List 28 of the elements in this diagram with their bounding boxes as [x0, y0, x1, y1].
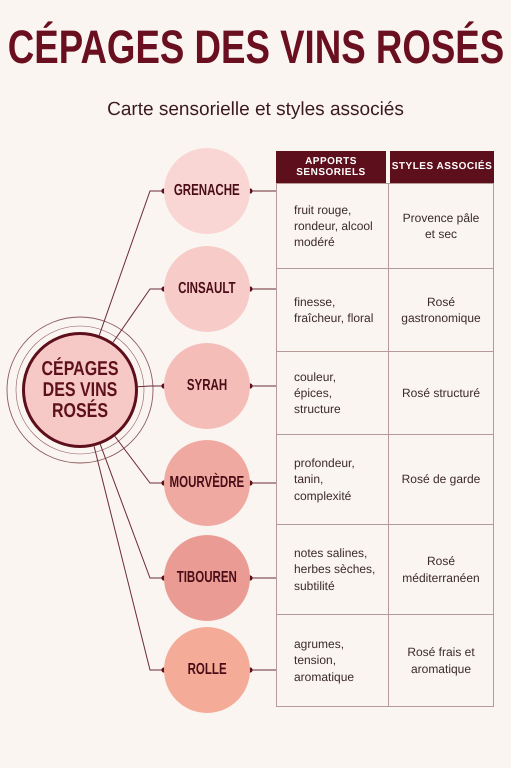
cell-text: Rosé gastronomique	[400, 294, 482, 326]
cell-text: notes salines, herbes sèches, subtilité	[294, 545, 376, 594]
table-cell	[276, 614, 389, 707]
cell-text: profondeur, tanin, complexité	[294, 455, 356, 504]
table-header-cell: STYLES ASSOCIÉS	[390, 151, 494, 183]
grape-name: MOURVÈDRE	[170, 474, 244, 492]
grape-name: SYRAH	[186, 378, 228, 394]
grape-name: CINSAULT	[178, 280, 236, 298]
cell-text: finesse, fraîcheur, floral	[294, 294, 374, 326]
table-cell	[388, 614, 494, 707]
cell-text: Rosé structuré	[400, 384, 482, 402]
subtitle: Carte sensorielle et styles associés	[107, 99, 404, 120]
cell-text: Rosé de garde	[400, 471, 482, 488]
grape-name: ROLLE	[187, 662, 227, 678]
center-label: CÉPAGES DES VINS ROSÉS	[40, 358, 120, 422]
cell-text: agrumes, tension, aromatique	[294, 636, 356, 685]
table-cell	[276, 183, 389, 269]
cell-text: Rosé méditerranéen	[401, 553, 481, 586]
center-circle	[22, 332, 138, 448]
grape-name: GRENACHE	[174, 182, 240, 200]
grape-name: TIBOUREN	[176, 570, 238, 586]
title: CÉPAGES DES VINS ROSÉS	[7, 22, 504, 72]
cell-text: Provence pâle et sec	[402, 210, 480, 242]
cell-text: Rosé frais et aromatique	[406, 644, 476, 677]
table-cell	[388, 183, 494, 269]
cell-text: fruit rouge, rondeur, alcool modéré	[294, 202, 374, 250]
table-header-cell: APPORTS SENSORIELS	[276, 151, 386, 183]
cell-text: couleur, épices, structure	[294, 368, 342, 418]
